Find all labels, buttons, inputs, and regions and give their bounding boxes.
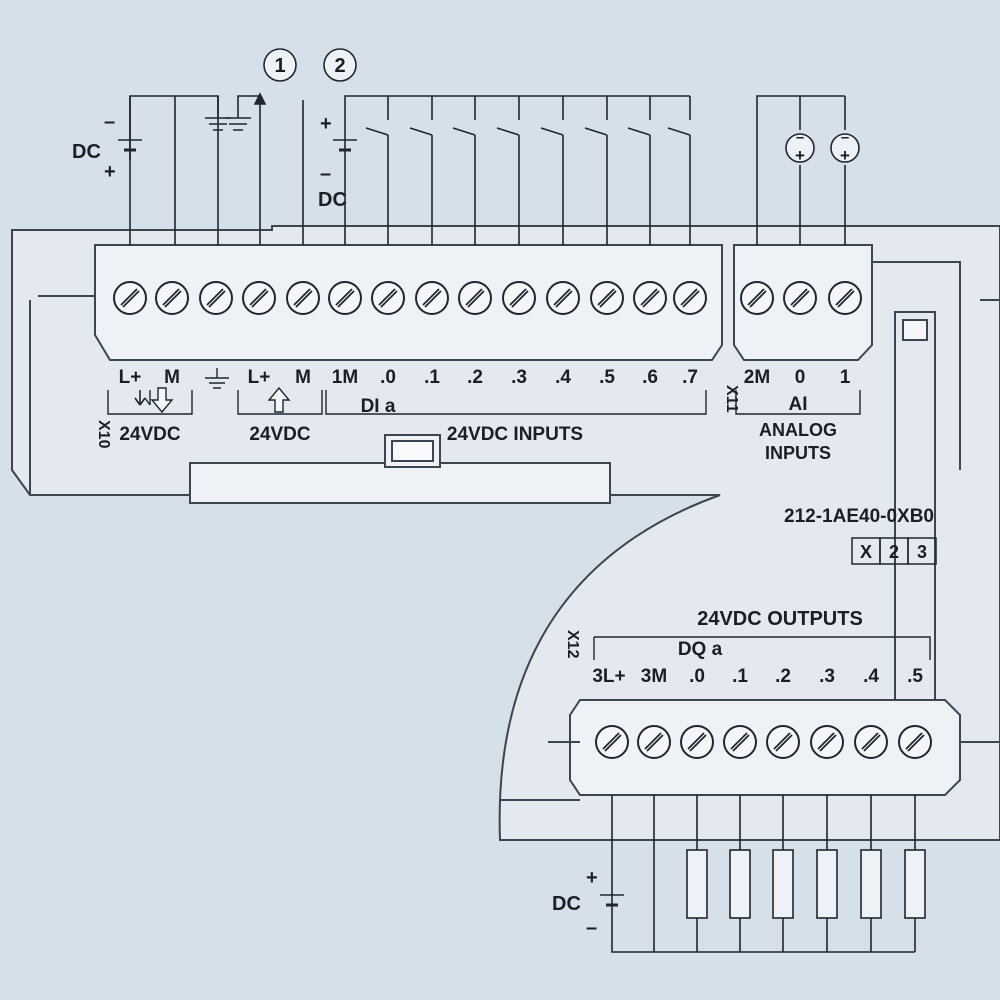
top-wiring: [118, 48, 860, 245]
module-details: [189, 434, 611, 504]
digital-input-terminal-label-3: .2: [467, 367, 483, 388]
digital-output-terminal-label-6: .4: [863, 666, 879, 687]
part-number: 212-1AE40-0XB0: [784, 506, 934, 527]
analog-terminal-label-1: 0: [795, 367, 806, 388]
terminal-label-power-1: M: [164, 367, 180, 388]
terminal-screw-upper-12: [633, 281, 667, 315]
module-body: [11, 225, 1000, 841]
terminal-screw-lower-5: [810, 725, 844, 759]
output-supply-minus: –: [586, 917, 597, 939]
terminal-screw-upper-0: [113, 281, 147, 315]
terminal-screw-upper-5: [328, 281, 362, 315]
power-in-group-label: 24VDC: [119, 424, 181, 445]
digital-output-terminal-label-0: 3L+: [592, 666, 625, 687]
digital-output-terminal-label-1: 3M: [641, 666, 667, 687]
terminal-screw-analog-0: [740, 281, 774, 315]
digital-output-terminal-label-7: .5: [907, 666, 923, 687]
terminal-screw-lower-3: [723, 725, 757, 759]
callout-1: 1: [274, 55, 285, 77]
input-supply-minus: –: [320, 163, 331, 185]
digital-input-terminal-label-1: .0: [380, 367, 396, 388]
terminal-screw-upper-11: [590, 281, 624, 315]
lower-terminal-housing: [500, 699, 1000, 801]
terminal-screw-upper-2: [199, 281, 233, 315]
version-boxes: [851, 537, 937, 565]
terminal-screw-upper-1: [155, 281, 189, 315]
output-supply-label: DC: [552, 893, 581, 915]
terminal-screw-analog-2: [828, 281, 862, 315]
connector-id-x10: X10: [95, 420, 112, 449]
terminal-label-power-4: M: [295, 367, 311, 388]
digital-output-terminal-label-3: .1: [732, 666, 748, 687]
terminal-screw-upper-3: [242, 281, 276, 315]
digital-input-group-label: DI a: [361, 396, 396, 417]
analog-source-1-minus: –: [841, 129, 849, 146]
terminal-screw-analog-1: [783, 281, 817, 315]
digital-input-terminal-label-4: .3: [511, 367, 527, 388]
terminal-screw-upper-4: [286, 281, 320, 315]
version-box-2: 3: [917, 542, 927, 562]
analog-inputs-title-1: ANALOG: [759, 420, 837, 440]
digital-output-terminal-label-2: .0: [689, 666, 705, 687]
callout-2: 2: [334, 55, 345, 77]
labels: 1 2 DC – + + – DC – + – + L+ M L+ M 24VD…: [72, 55, 934, 939]
input-supply-plus: +: [320, 113, 332, 135]
terminal-screw-lower-2: [680, 725, 714, 759]
analog-source-0-minus: –: [796, 129, 804, 146]
terminal-screw-lower-1: [637, 725, 671, 759]
terminal-screw-upper-9: [502, 281, 536, 315]
upper-terminal-housing: [29, 244, 961, 723]
digital-input-terminal-label-6: .5: [599, 367, 615, 388]
terminal-screw-upper-8: [458, 281, 492, 315]
lower-terminal-screws: [595, 725, 932, 759]
digital-input-labels: 1M .0 .1 .2 .3 .4 .5 .6 .7: [332, 367, 698, 388]
digital-input-terminal-label-0: 1M: [332, 367, 358, 388]
digital-output-group-label: DQ a: [678, 639, 723, 660]
output-supply-plus: +: [586, 867, 598, 889]
connector-id-x11: X11: [723, 385, 740, 413]
version-box-1: 2: [889, 542, 899, 562]
terminal-screw-lower-0: [595, 725, 629, 759]
digital-input-terminal-label-2: .1: [424, 367, 440, 388]
terminal-screw-lower-6: [854, 725, 888, 759]
analog-input-group-label: AI: [789, 394, 808, 415]
digital-output-labels: 3L+ 3M .0 .1 .2 .3 .4 .5: [592, 666, 923, 687]
connector-id-x12: X12: [564, 630, 581, 659]
terminal-screw-upper-10: [546, 281, 580, 315]
analog-terminal-label-2: 1: [840, 367, 851, 388]
digital-input-terminal-label-5: .4: [555, 367, 571, 388]
terminal-label-power-3: L+: [248, 367, 271, 388]
version-box-0: X: [860, 542, 872, 562]
terminal-screw-lower-4: [766, 725, 800, 759]
power-supply-plus: +: [104, 161, 116, 183]
bottom-wiring: [600, 795, 926, 953]
digital-output-terminal-label-5: .3: [819, 666, 835, 687]
terminal-screw-upper-6: [371, 281, 405, 315]
power-supply-minus: –: [104, 111, 115, 133]
digital-input-terminal-label-8: .7: [682, 367, 698, 388]
digital-input-terminal-label-7: .6: [642, 367, 658, 388]
power-supply-label: DC: [72, 141, 101, 163]
digital-output-terminal-label-4: .2: [775, 666, 791, 687]
input-supply-label: DC: [318, 189, 347, 211]
power-out-group-label: 24VDC: [249, 424, 311, 445]
terminal-screw-upper-7: [415, 281, 449, 315]
analog-terminal-label-0: 2M: [744, 367, 770, 388]
group-brackets: [107, 368, 931, 660]
analog-source-0-plus: +: [795, 146, 805, 165]
analog-inputs-title-2: INPUTS: [765, 443, 831, 463]
terminal-screw-lower-7: [898, 725, 932, 759]
terminal-label-power-0: L+: [119, 367, 142, 388]
digital-inputs-title: 24VDC INPUTS: [447, 424, 583, 445]
terminal-screw-upper-13: [673, 281, 707, 315]
upper-terminal-screws: [113, 281, 862, 315]
digital-outputs-title: 24VDC OUTPUTS: [697, 608, 863, 630]
analog-source-1-plus: +: [840, 146, 850, 165]
